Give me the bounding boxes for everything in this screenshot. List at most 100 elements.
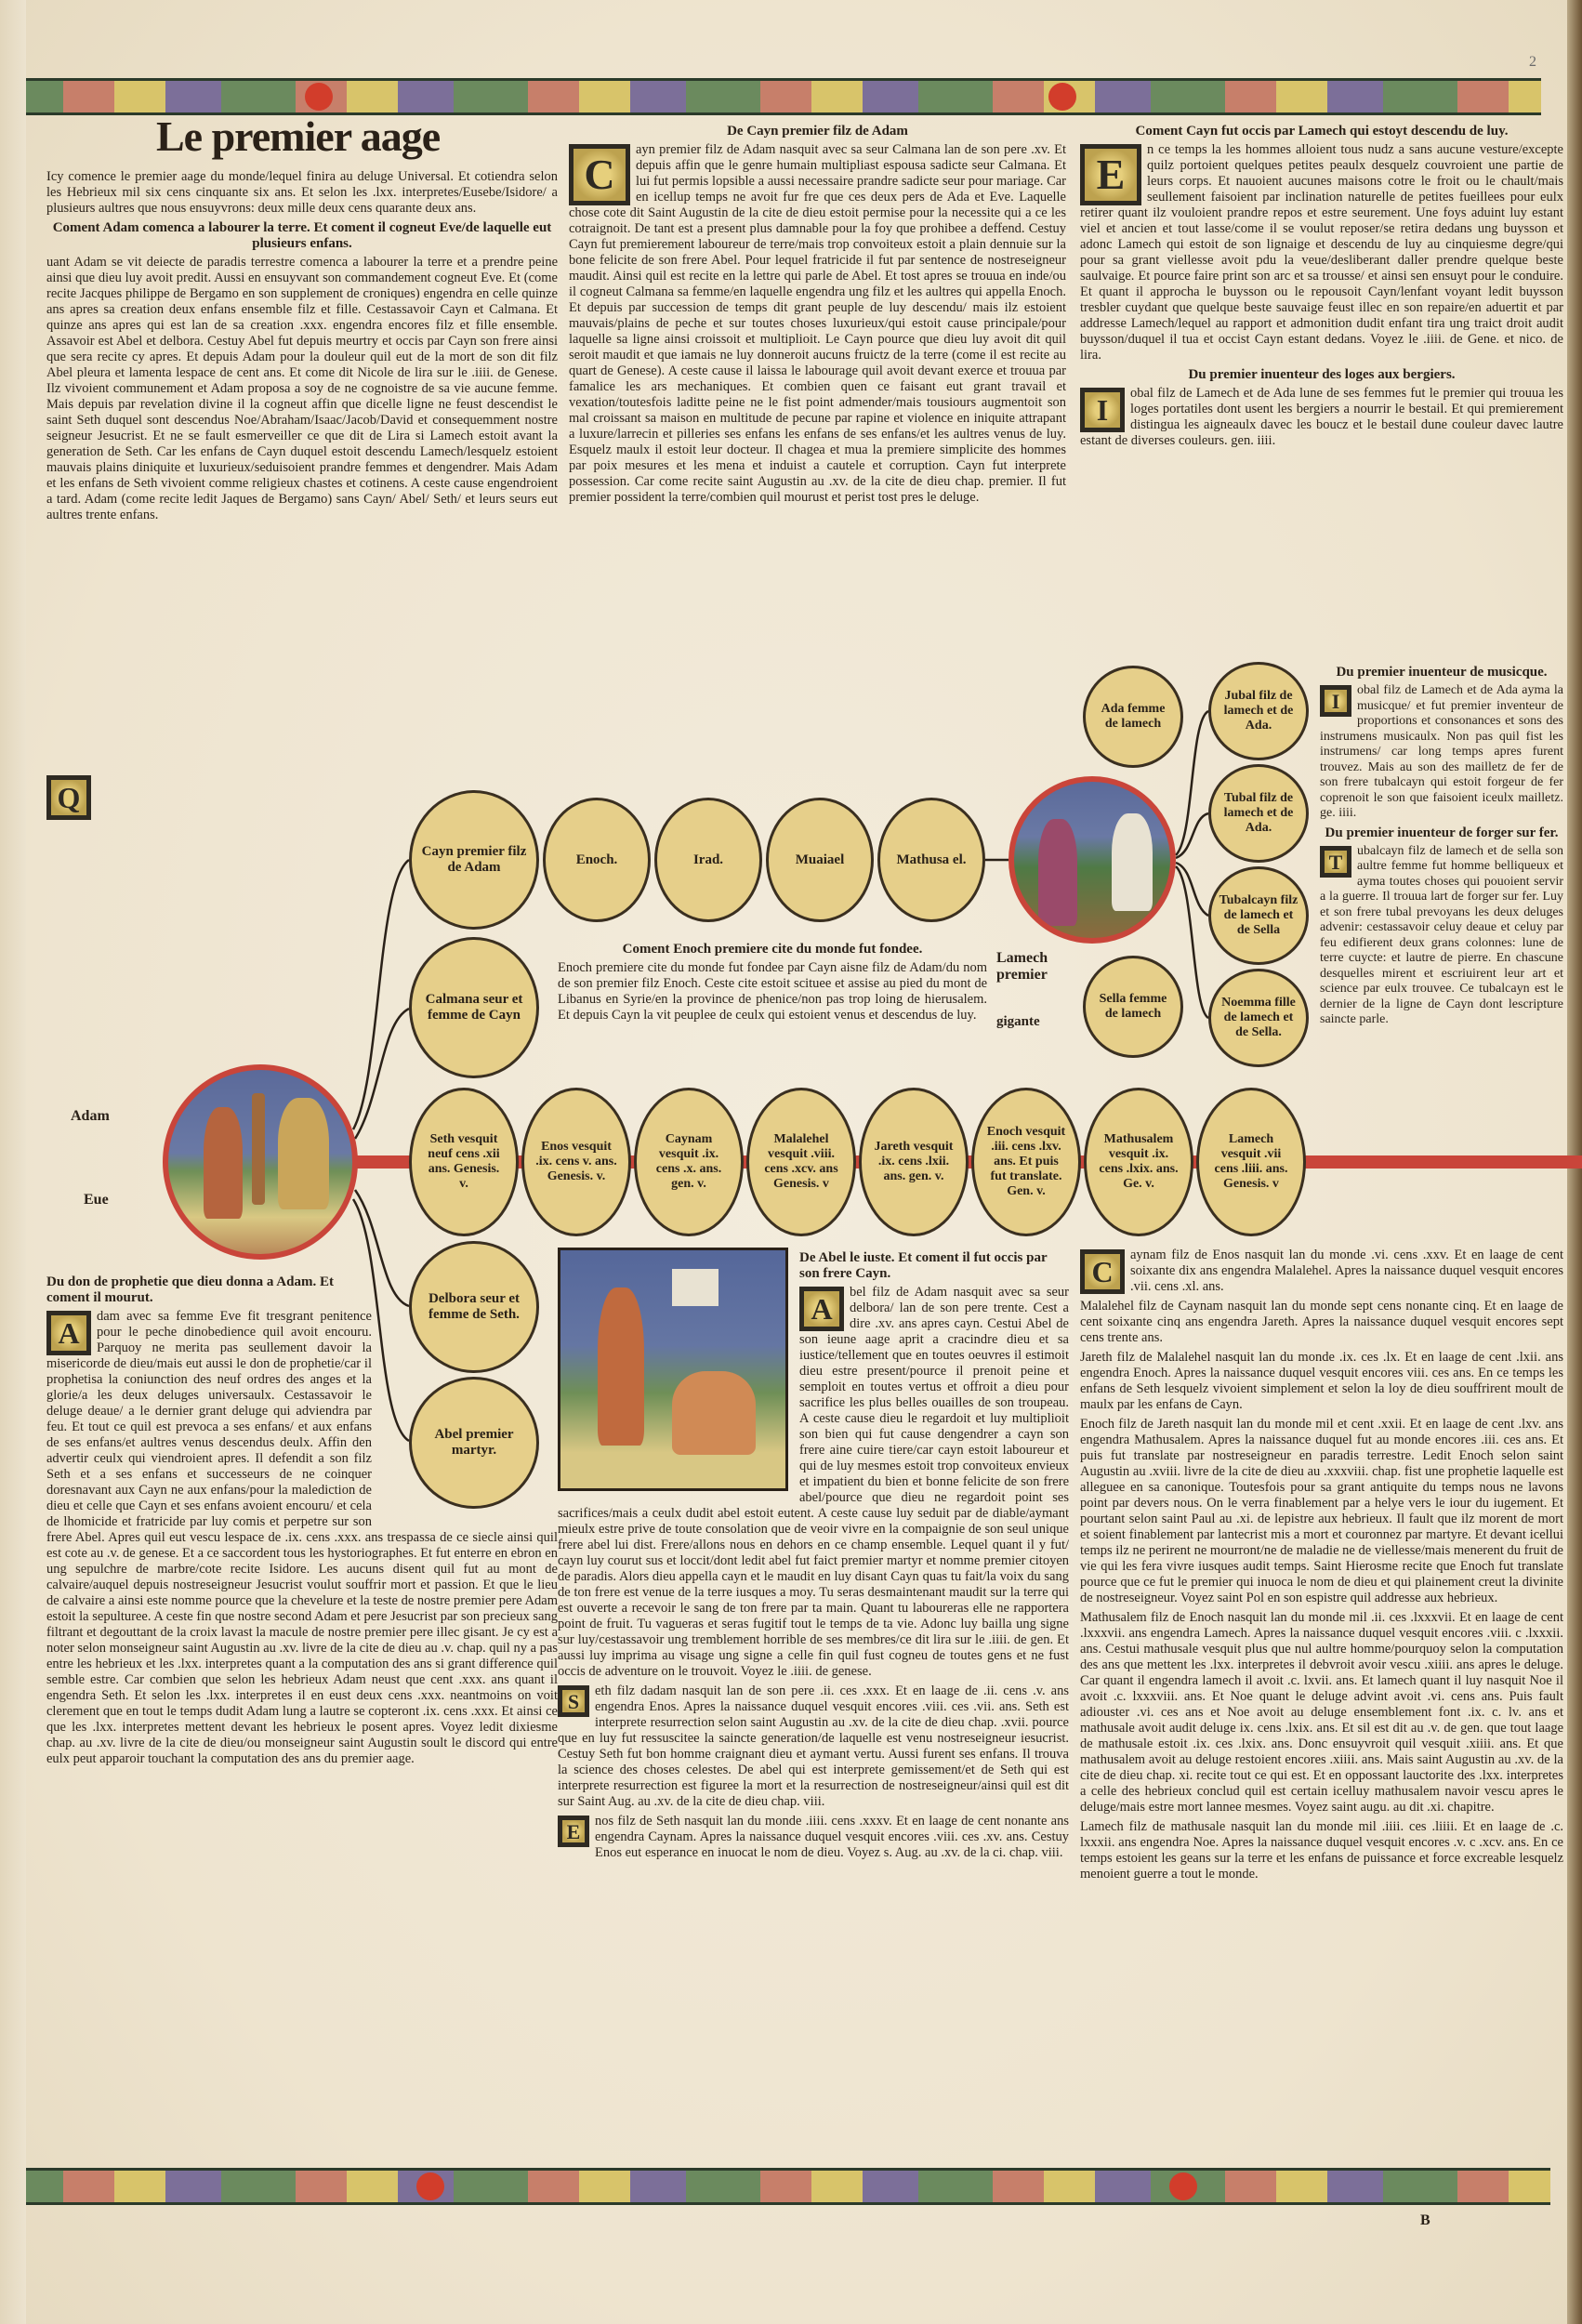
node-irad: Irad. — [654, 798, 762, 922]
page-title: Le premier aage — [156, 112, 441, 160]
section-heading: De Abel le iuste. Et coment il fut occis… — [799, 1250, 1048, 1281]
body-text: Jareth filz de Malalehel nasquit lan du … — [1080, 1350, 1563, 1412]
node-seth: Seth vesquit neuf cens .xii ans. Genesis… — [409, 1088, 519, 1236]
bottom-left-section: Du don de prophetie que dieu donna a Ada… — [46, 1272, 558, 1771]
body-text: n ce temps la les hommes alloient tous n… — [1080, 142, 1563, 363]
layout-spacer — [372, 1272, 558, 1515]
adam-eve-woodcut — [163, 1064, 358, 1260]
cain-figure — [1112, 813, 1153, 911]
node-caynam: Caynam vesquit .ix. cens .x. ans. gen. v… — [634, 1088, 744, 1236]
bottom-ornamental-border — [26, 2168, 1550, 2205]
node-lamech: Lamech vesquit .vii cens .liii. ans. Gen… — [1196, 1088, 1306, 1236]
connector-line — [1175, 865, 1209, 1020]
body-text: uant Adam se vit deiecte de paradis terr… — [46, 255, 558, 522]
node-sella: Sella femme de lamech — [1083, 956, 1183, 1058]
rose-ornament-icon — [1048, 83, 1076, 111]
connector-line — [1175, 709, 1209, 856]
altar-figure — [672, 1269, 718, 1306]
body-text: aynam filz de Enos nasquit lan du monde … — [1130, 1248, 1563, 1294]
node-jareth: Jareth vesquit .ix. cens .lxii. ans. gen… — [859, 1088, 969, 1236]
node-tubalcain: Tubalcayn filz de lamech et de Sella — [1208, 866, 1309, 965]
body-text: nos filz de Seth nasquit lan du monde .i… — [595, 1814, 1069, 1860]
rose-ornament-icon — [416, 2172, 444, 2200]
node-mathusael: Mathusa el. — [877, 798, 985, 922]
initial-letter-icon: A — [799, 1287, 844, 1331]
body-text: Lamech filz de mathusale nasquit lan du … — [1080, 1819, 1563, 1882]
section-heading: De Cayn premier filz de Adam — [727, 124, 908, 139]
body-text: ubalcayn filz de lamech et de sella son … — [1320, 843, 1563, 1027]
node-malalehel: Malalehel vesquit .viii. cens .xcv. ans … — [746, 1088, 856, 1236]
connector-line — [1175, 861, 1209, 918]
node-abel: Abel premier martyr. — [409, 1377, 539, 1509]
cain-figure — [598, 1287, 644, 1446]
body-text: Malalehel filz de Caynam nasquit lan du … — [1080, 1299, 1563, 1345]
node-enoch: Enoch. — [543, 798, 651, 922]
lamech-woodcut — [1009, 776, 1176, 944]
tree-figure — [252, 1093, 265, 1205]
section-heading: Coment Enoch premiere cite du monde fut … — [622, 942, 923, 957]
lamech-figure — [1038, 819, 1077, 926]
section-heading: Coment Adam comenca a labourer la terre.… — [52, 220, 552, 251]
adam-label: Adam — [71, 1108, 110, 1124]
rose-ornament-icon — [305, 83, 333, 111]
section-heading: Du premier inuenteur de forger sur fer. — [1325, 825, 1559, 840]
body-text: eth filz dadam nasquit lan de son pere .… — [558, 1684, 1069, 1809]
section-heading: Coment Cayn fut occis par Lamech qui est… — [1135, 124, 1509, 139]
node-calmana: Calmana seur et femme de Cayn — [409, 937, 539, 1078]
body-text: Mathusalem filz de Enoch nasquit lan du … — [1080, 1610, 1563, 1815]
initial-letter-icon: C — [569, 144, 630, 205]
initial-letter-icon: E — [558, 1816, 589, 1847]
node-cain: Cayn premier filz de Adam — [409, 790, 539, 930]
abel-figure — [672, 1371, 756, 1455]
connector-line — [1175, 812, 1209, 860]
abel-woodcut — [558, 1248, 788, 1491]
signature-mark: B — [1420, 2212, 1430, 2228]
node-tubal: Tubal filz de lamech et de Ada. — [1208, 764, 1309, 863]
page-number: 2 — [1529, 54, 1536, 70]
node-maviael: Muaiael — [766, 798, 874, 922]
left-margin — [0, 0, 26, 2324]
body-text: Enoch filz de Jareth nasquit lan du mond… — [1080, 1417, 1563, 1605]
rose-ornament-icon — [1169, 2172, 1197, 2200]
eve-figure — [278, 1098, 329, 1209]
initial-letter-icon: I — [1080, 388, 1125, 432]
connector-line — [351, 858, 410, 1130]
initial-letter-icon: E — [1080, 144, 1141, 205]
enoch-city-section: Coment Enoch premiere cite du monde fut … — [558, 939, 987, 1027]
connector-line — [351, 1198, 410, 1443]
node-enoch-seth: Enoch vesquit .iii. cens .lxv. ans. Et p… — [971, 1088, 1081, 1236]
initial-letter-icon: A — [46, 1311, 91, 1355]
column-1-top: Icy comence le premier aage du monde/leq… — [46, 169, 558, 1071]
body-text: ayn premier filz de Adam nasquit avec sa… — [569, 142, 1066, 505]
abel-section: De Abel le iuste. Et coment il fut occis… — [558, 1248, 1069, 1865]
body-text: Enoch premiere cite du monde fut fondee … — [558, 960, 987, 1023]
body-text: obal filz de Lamech et de Ada ayma la mu… — [1320, 683, 1563, 820]
gigante-label: gigante — [996, 1014, 1040, 1029]
node-delbora: Delbora seur et femme de Seth. — [409, 1241, 539, 1373]
section-heading: Du premier inuenteur de musicque. — [1336, 665, 1548, 680]
node-mathusalem: Mathusalem vesquit .ix. cens .lxix. ans.… — [1084, 1088, 1193, 1236]
initial-letter-icon: Q — [46, 775, 91, 820]
initial-letter-icon: C — [1080, 1249, 1125, 1294]
initial-letter-icon: S — [558, 1685, 589, 1717]
connector-line — [353, 1189, 410, 1308]
column-3-top: Coment Cayn fut occis par Lamech qui est… — [1080, 121, 1563, 453]
eve-label: Eue — [84, 1192, 109, 1208]
body-text: dam avec sa femme Eve fit tresgrant peni… — [46, 1309, 558, 1766]
top-ornamental-border — [26, 78, 1541, 115]
initial-letter-icon: T — [1320, 845, 1351, 878]
node-noemma: Noemma fille de lamech et de Sella. — [1208, 969, 1309, 1067]
body-text: bel filz de Adam nasquit avec sa seur de… — [558, 1285, 1069, 1679]
node-jubal: Jubal filz de lamech et de Ada. — [1208, 662, 1309, 760]
section-heading: Du don de prophetie que dieu donna a Ada… — [46, 1274, 334, 1305]
node-enos: Enos vesquit .ix. cens v. ans. Genesis. … — [521, 1088, 631, 1236]
initial-letter-icon: I — [1320, 685, 1351, 717]
body-text: obal filz de Lamech et de Ada lune de se… — [1080, 386, 1563, 448]
connector-line — [353, 1007, 410, 1140]
intro-paragraph: Icy comence le premier aage du monde/leq… — [46, 169, 558, 216]
node-ada: Ada femme de lamech — [1083, 666, 1183, 768]
section-heading: Du premier inuenteur des loges aux bergi… — [1188, 367, 1456, 382]
